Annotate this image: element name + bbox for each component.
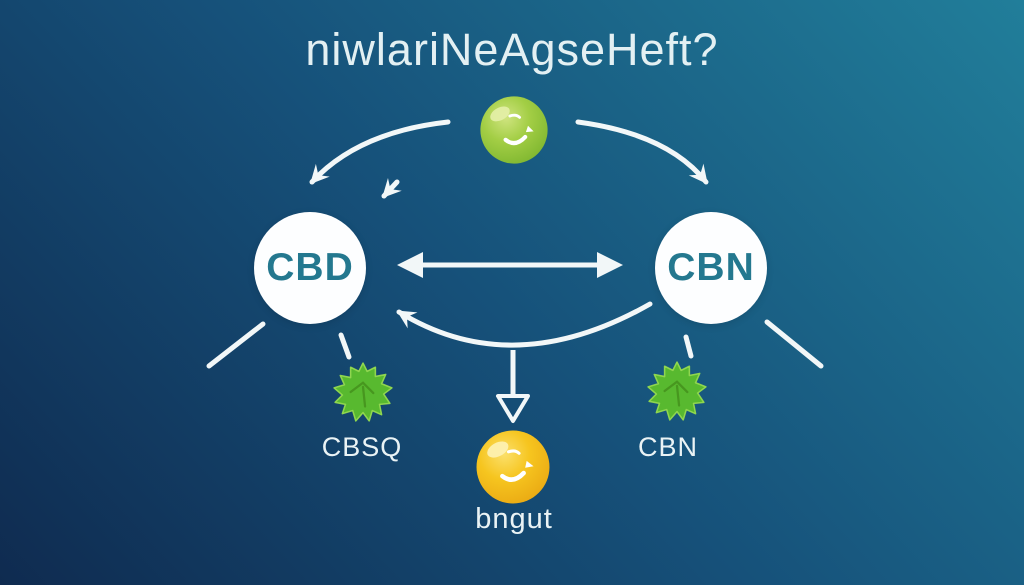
yellow-sphere-icon	[475, 429, 551, 505]
arrow-cbn-to-cbd-lower-arc	[396, 301, 653, 348]
node-cbd-label: CBD	[266, 246, 354, 289]
arrow-cbd-cbn-double	[397, 252, 623, 278]
leaf-right-label: CBN	[637, 432, 698, 462]
green-sphere-icon	[479, 95, 549, 165]
line-cbd-to-leaf	[338, 332, 352, 360]
arrow-source-to-cbd	[309, 119, 451, 185]
green-sphere-graphic	[480, 96, 548, 164]
page-title: niwlariNeAgseHeft?	[305, 24, 719, 75]
product-sphere-label: bngut	[475, 503, 553, 535]
double-arrow-head-left	[397, 252, 423, 278]
leaf-left-graphic	[333, 362, 393, 422]
node-cbn: CBN	[655, 212, 767, 324]
leaf-left-label: CBSQ	[321, 432, 403, 462]
arrow-small-to-cbd	[381, 177, 402, 199]
leaf-icon	[330, 358, 396, 426]
double-arrow-head-right	[597, 252, 623, 278]
line-cbn-to-leaf	[683, 334, 694, 359]
arrow-source-to-cbn	[575, 119, 709, 185]
arrow-down-to-product	[496, 350, 530, 423]
yellow-sphere-graphic	[476, 430, 550, 504]
node-cbd: CBD	[254, 212, 366, 324]
line-cbn-lower-right	[764, 319, 824, 369]
leaf-right-graphic	[647, 361, 707, 421]
node-cbn-label: CBN	[667, 246, 755, 289]
line-cbd-lower-left	[206, 321, 266, 369]
down-arrow-head	[496, 394, 530, 423]
leaf-icon	[644, 357, 710, 425]
